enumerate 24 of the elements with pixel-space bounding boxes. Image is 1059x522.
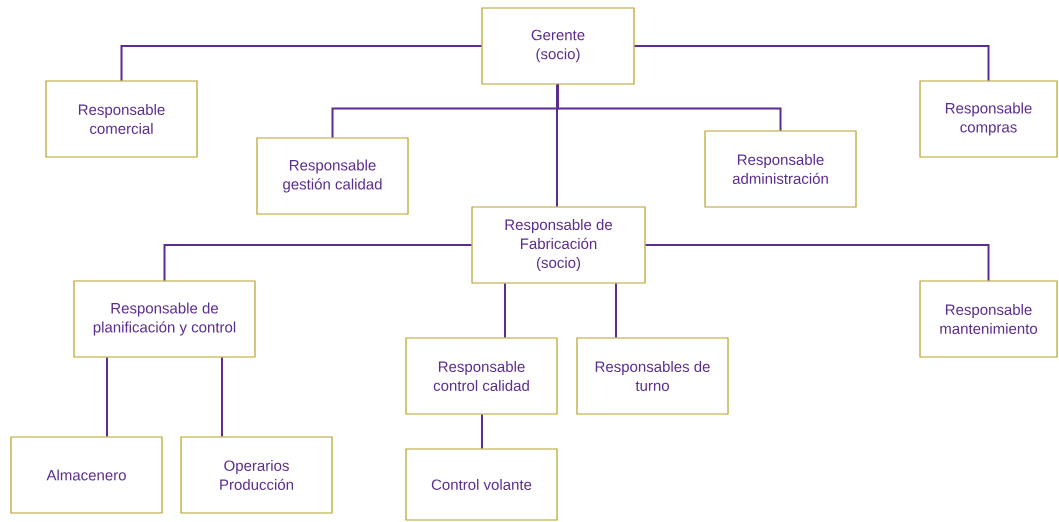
- org-box: Responsable compras: [919, 80, 1058, 158]
- org-box: Almacenero: [10, 436, 163, 514]
- org-box: Responsable mantenimiento: [919, 280, 1058, 358]
- org-box: Responsable control calidad: [405, 337, 558, 415]
- connector-line: [504, 282, 506, 339]
- connector-line: [633, 45, 990, 82]
- org-box: Operarios Producción: [180, 436, 333, 514]
- org-box: Responsables de turno: [576, 337, 729, 415]
- connector-line: [221, 356, 223, 438]
- org-box: Gerente (socio): [481, 7, 635, 85]
- org-box: Control volante: [405, 448, 558, 521]
- connector-line: [644, 244, 990, 282]
- org-box: Responsable gestión calidad: [256, 137, 409, 215]
- org-box: Responsable comercial: [45, 80, 198, 158]
- connector-line: [615, 282, 617, 339]
- connector-line: [106, 356, 108, 438]
- connector-line: [120, 45, 483, 82]
- connector-line: [556, 83, 558, 208]
- connector-line: [557, 83, 782, 132]
- org-box: Responsable administración: [704, 130, 857, 208]
- connector-line: [481, 413, 483, 450]
- org-box: Responsable de Fabricación (socio): [471, 206, 646, 284]
- org-box: Responsable de planificación y control: [73, 280, 256, 358]
- connector-line: [163, 244, 473, 282]
